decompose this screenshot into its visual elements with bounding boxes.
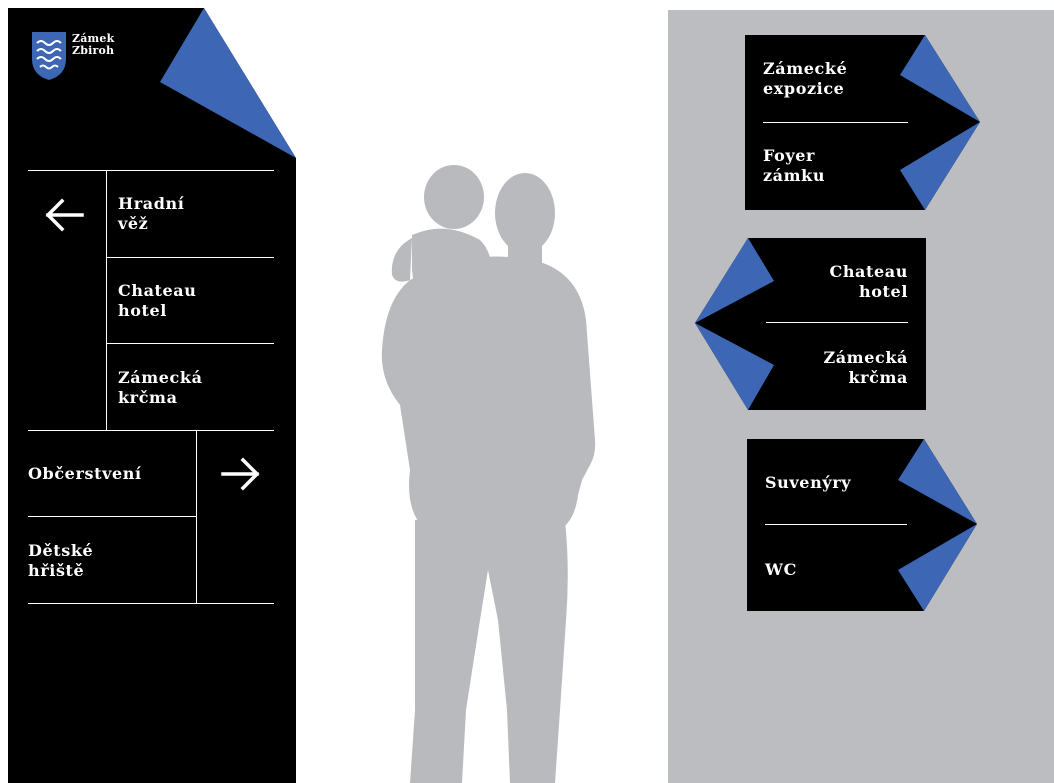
sign-destination: Suvenýry: [765, 473, 852, 492]
totem-corner-fold: [160, 8, 296, 158]
totem-destination: Zámecká krčma: [118, 368, 203, 407]
divider: [28, 170, 274, 171]
totem-destination: Chateau hotel: [118, 281, 197, 320]
sign-destination: Foyer zámku: [763, 146, 826, 185]
divider: [763, 122, 908, 123]
arrow-left-icon: [45, 198, 84, 232]
divider: [106, 170, 107, 430]
sign-shape: [695, 238, 926, 410]
totem-destination: Dětské hřiště: [28, 541, 94, 580]
totem-shape: [8, 8, 296, 783]
divider: [28, 603, 274, 604]
sign-destination: Zámecká krčma: [823, 348, 908, 387]
sign-destination: Chateau hotel: [829, 262, 908, 301]
totem-destination: Hradní věž: [118, 194, 185, 233]
divider: [766, 322, 908, 323]
divider: [106, 343, 274, 344]
shield-wave-icon: [32, 32, 66, 80]
people-silhouette: [381, 165, 596, 783]
divider: [765, 524, 907, 525]
sign-destination: Zámecké expozice: [763, 59, 848, 98]
logo-name-line1: Zámek: [72, 32, 115, 45]
divider: [28, 430, 274, 431]
totem-destination: Občerstvení: [28, 464, 142, 483]
sign-destination: WC: [765, 560, 797, 579]
arrow-right-icon: [221, 457, 260, 491]
divider: [196, 430, 197, 603]
logo-name-line2: Zbiroh: [72, 44, 115, 57]
divider: [28, 516, 196, 517]
sign-shape: [747, 439, 977, 611]
divider: [106, 257, 274, 258]
